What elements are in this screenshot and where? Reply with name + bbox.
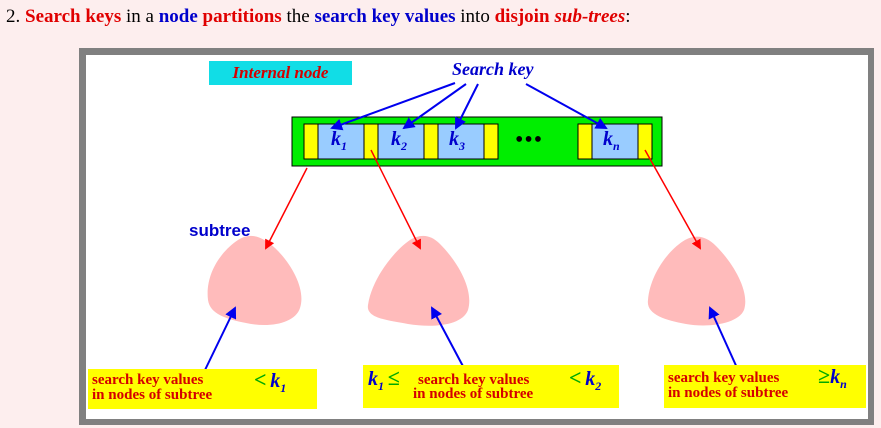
search-key-label: Search key [452, 59, 534, 79]
subtree-shape-3 [647, 236, 746, 326]
range-arrow [708, 306, 739, 371]
heading-disjoin: disjoin [494, 6, 550, 27]
pointer-slot [423, 123, 439, 160]
heading-node: node [158, 6, 198, 27]
heading-text-the: the [286, 6, 310, 27]
heading-search-key-values: search key values [314, 6, 456, 27]
key-2: k2 [391, 128, 407, 153]
range-box-right-line2: in nodes of subtree [668, 385, 789, 401]
key-slot-n [591, 123, 639, 160]
range-arrow [204, 306, 237, 371]
range-arrow [431, 306, 466, 371]
ellipsis: ••• [515, 127, 544, 153]
key-3: k3 [449, 128, 465, 153]
heading-text-into: into [460, 6, 490, 27]
range-box-right-line1: search key values [668, 370, 780, 386]
range-box-middle-line1: search key values [418, 372, 530, 388]
range-box-middle: k1 ≤ search key values in nodes of subtr… [363, 365, 619, 408]
subtree-shape-1 [207, 235, 302, 326]
search-key-arrow [330, 82, 456, 131]
heading-text-in-a: in a [125, 6, 154, 27]
search-key-arrow [402, 83, 467, 130]
heading-search-keys: Search keys [25, 6, 122, 27]
pointer-arrow [370, 149, 421, 250]
search-key-arrow [525, 83, 608, 129]
range-box-middle-lower: k1 ≤ [368, 365, 400, 394]
heading: 2. Search keys in a node partitions the … [6, 6, 631, 28]
key-slot-2 [377, 123, 425, 160]
key-1: k1 [331, 128, 347, 153]
range-box-left-line1: search key values [92, 372, 204, 388]
range-box-middle-upper: < k2 [569, 365, 602, 394]
diagram-canvas [86, 55, 868, 419]
heading-colon: : [625, 6, 631, 27]
heading-number: 2. [6, 6, 21, 27]
range-box-middle-line2: in nodes of subtree [413, 386, 534, 402]
range-box-right: search key values in nodes of subtree ≥k… [664, 365, 866, 408]
heading-sub-trees: sub-trees [554, 6, 626, 27]
pointer-slot [363, 123, 379, 160]
range-box-right-bound: ≥kn [818, 363, 847, 392]
pointer-arrow [644, 149, 701, 250]
range-box-left: search key values in nodes of subtree < … [88, 369, 317, 409]
pointer-slot [637, 123, 653, 160]
search-key-arrow [455, 83, 479, 130]
heading-partitions: partitions [202, 6, 282, 27]
key-slot-3 [437, 123, 485, 160]
range-box-left-bound: < k1 [254, 367, 287, 396]
key-n: kn [603, 128, 620, 153]
internal-node-label: Internal node [209, 61, 352, 85]
pointer-arrow [265, 167, 308, 250]
subtree-shape-2 [367, 235, 470, 326]
pointer-slot [577, 123, 593, 160]
pointer-slot [483, 123, 499, 160]
pointer-slot [303, 123, 319, 160]
subtree-label: subtree [189, 221, 251, 240]
range-box-left-line2: in nodes of subtree [92, 387, 213, 403]
